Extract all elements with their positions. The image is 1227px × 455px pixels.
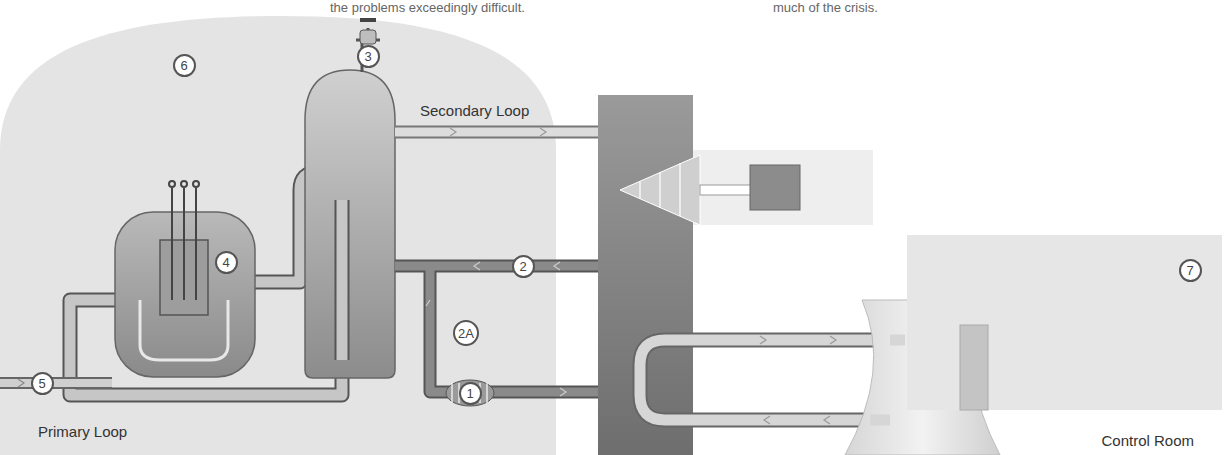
callout-text: 6 xyxy=(180,59,187,72)
callout-number: 5 xyxy=(31,372,54,395)
callout-number: 4 xyxy=(215,251,238,274)
callout-text: 4 xyxy=(222,256,229,269)
loop-label: Secondary Loop xyxy=(420,103,529,120)
callout-text: 2 xyxy=(519,260,526,273)
callout-text: 5 xyxy=(38,377,45,390)
containment-building xyxy=(0,16,556,455)
pump-callout: 2 xyxy=(512,255,535,278)
primary-loop-pipe xyxy=(70,172,342,395)
reactor-coolant-pump xyxy=(446,380,494,406)
generator xyxy=(750,165,800,210)
loop-label: Primary Loop xyxy=(38,424,127,441)
callout-number: 6 xyxy=(173,54,196,77)
control-room-box: Control Room7 xyxy=(907,235,1222,410)
callout-text: 7 xyxy=(1186,264,1193,277)
building-label: Control Room xyxy=(1101,432,1194,449)
steam-line xyxy=(395,126,600,139)
control-room-building xyxy=(907,235,1222,410)
callout-text: 2A xyxy=(458,327,474,340)
shaft xyxy=(700,185,755,195)
control-rods xyxy=(169,181,199,300)
clipped-caption: much of the crisis. xyxy=(773,1,878,15)
turbine xyxy=(620,155,700,225)
steam-generator xyxy=(305,70,395,378)
cooling-water-pipe xyxy=(640,340,890,420)
feedwater-pipe xyxy=(395,266,600,392)
injection-pipe xyxy=(0,377,112,389)
background-panel xyxy=(690,150,873,225)
relief-valve xyxy=(356,28,380,72)
clipped-caption: the problems exceedingly difficult. xyxy=(330,1,525,15)
callout-number: 7 xyxy=(1179,259,1202,282)
door xyxy=(960,325,988,410)
callout-text: 1 xyxy=(466,387,473,400)
pump-callout: 1 xyxy=(459,382,482,405)
callout-number: 3 xyxy=(357,45,380,68)
callout-text: 3 xyxy=(364,50,371,63)
pump-callout: 2A xyxy=(453,320,479,346)
